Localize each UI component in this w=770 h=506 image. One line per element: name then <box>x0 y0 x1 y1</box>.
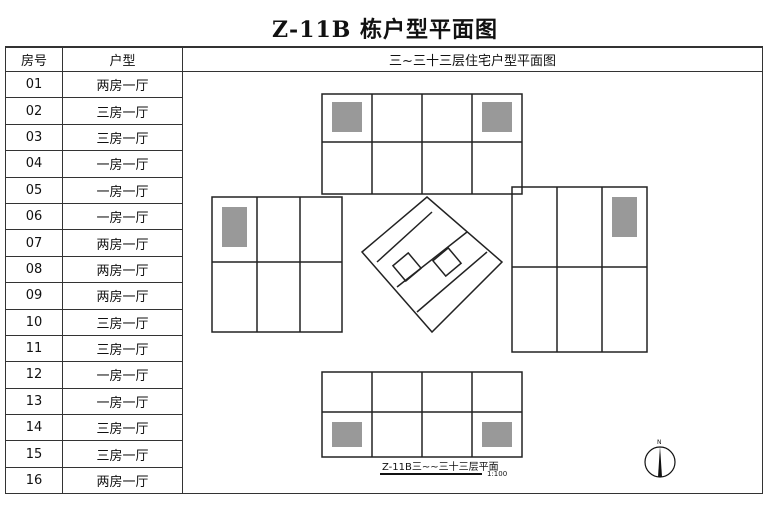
floor-plan-drawing: Z-11B三~~三十三层平面 1:100 N <box>211 93 676 478</box>
unit-type: 两房一厅 <box>62 70 183 99</box>
right-wing <box>511 186 648 353</box>
room-no: 02 <box>5 97 63 125</box>
unit-type: 一房一厅 <box>62 387 183 416</box>
unit-type: 三房一厅 <box>62 97 183 125</box>
header-floor-plan: 三~三十三层住宅户型平面图 <box>182 46 763 72</box>
room-no: 05 <box>5 176 63 204</box>
core <box>360 196 504 334</box>
unit-type: 两房一厅 <box>62 466 183 495</box>
unit-type: 两房一厅 <box>62 255 183 284</box>
unit-type: 三房一厅 <box>62 308 183 336</box>
room-no: 09 <box>5 282 63 310</box>
header-unit-type: 户型 <box>62 46 183 72</box>
svg-text:N: N <box>657 439 662 446</box>
unit-type: 两房一厅 <box>62 229 183 257</box>
room-no: 11 <box>5 334 63 363</box>
unit-type: 三房一厅 <box>62 414 183 442</box>
room-no: 15 <box>5 440 63 468</box>
unit-type: 三房一厅 <box>62 123 183 152</box>
room-no: 12 <box>5 361 63 389</box>
room-no: 06 <box>5 202 63 231</box>
room-no: 04 <box>5 150 63 178</box>
room-no: 10 <box>5 308 63 336</box>
unit-type: 一房一厅 <box>62 361 183 389</box>
unit-type: 三房一厅 <box>62 334 183 363</box>
room-no: 14 <box>5 414 63 442</box>
room-no: 01 <box>5 70 63 99</box>
unit-type: 一房一厅 <box>62 202 183 231</box>
room-no: 16 <box>5 466 63 495</box>
header-room-no: 房号 <box>5 46 63 72</box>
unit-type: 一房一厅 <box>62 150 183 178</box>
plan-scale: 1:100 <box>487 470 507 478</box>
room-no: 07 <box>5 229 63 257</box>
room-no: 08 <box>5 255 63 284</box>
unit-type: 一房一厅 <box>62 176 183 204</box>
unit-type: 两房一厅 <box>62 282 183 310</box>
unit-type: 三房一厅 <box>62 440 183 468</box>
room-no: 13 <box>5 387 63 416</box>
north-arrow-icon: N <box>644 439 676 478</box>
page-title: Z-11B 栋户型平面图 <box>271 17 499 43</box>
room-no: 03 <box>5 123 63 152</box>
plan-caption: Z-11B三~~三十三层平面 <box>382 460 499 473</box>
left-wing <box>211 196 343 333</box>
